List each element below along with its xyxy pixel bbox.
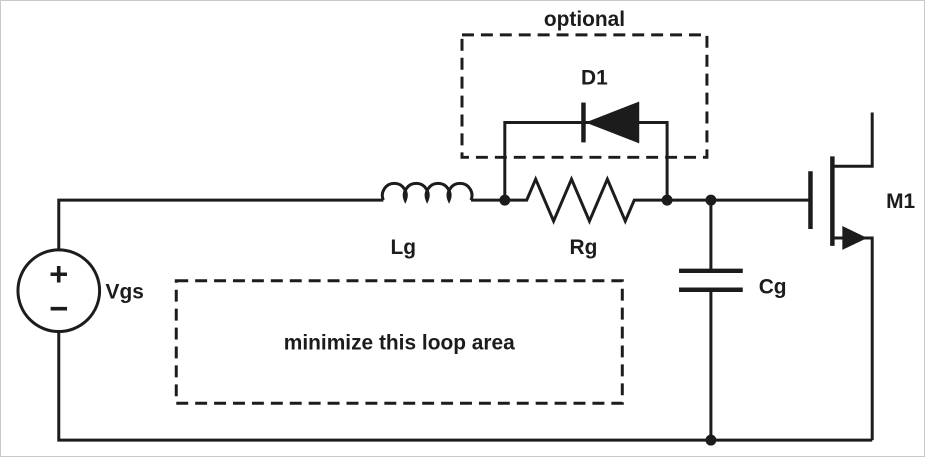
voltage-source-vgs: + − Vgs (16, 248, 144, 334)
voltage-source-circle (16, 248, 102, 334)
diode-label: D1 (581, 67, 608, 90)
inductor-label: Lg (390, 236, 416, 259)
mosfet-source-lead (832, 236, 874, 441)
minus-sign: − (49, 290, 68, 327)
diode-branch-optional: optional D1 (460, 8, 709, 199)
diode-d1: D1 (581, 67, 640, 144)
optional-dashed-box (460, 33, 709, 159)
diode-triangle (585, 101, 640, 144)
plus-sign: + (49, 255, 68, 292)
junction-dot-capacitor-bottom (705, 434, 717, 446)
junction-dot-inductor-node (499, 194, 511, 206)
junction-dot-capacitor-top (705, 194, 717, 206)
loop-label: minimize this loop area (284, 331, 515, 354)
wire-bottom-rail (57, 331, 873, 442)
capacitor-cg: Cg (679, 200, 787, 441)
inductor-coils (380, 181, 474, 204)
diode-branch-wire (503, 120, 669, 199)
mosfet-drain-lead (832, 112, 874, 168)
voltage-source-label: Vgs (106, 281, 144, 304)
resistor-zigzag (504, 175, 668, 225)
mosfet-label: M1 (886, 190, 915, 213)
capacitor-label: Cg (759, 276, 787, 299)
wire-source-to-inductor (57, 198, 384, 250)
mosfet-source-arrow (842, 226, 868, 250)
junction-dot-resistor-node (661, 194, 673, 206)
resistor-rg: Rg (504, 175, 668, 259)
mosfet-m1: M1 (808, 112, 916, 441)
inductor-lg: Lg (380, 181, 474, 259)
loop-annotation: minimize this loop area (174, 279, 624, 405)
resistor-label: Rg (570, 236, 598, 259)
optional-label: optional (544, 8, 625, 31)
